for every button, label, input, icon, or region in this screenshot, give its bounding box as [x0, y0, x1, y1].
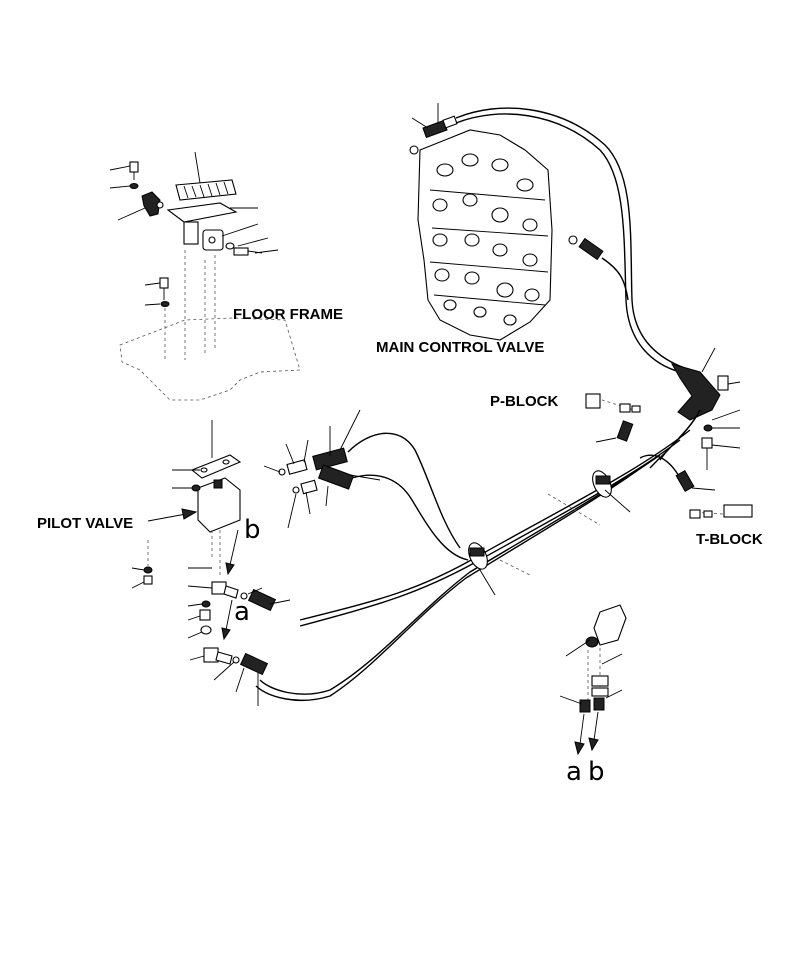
label-floor-frame: FLOOR FRAME [233, 306, 343, 323]
label-b-detail: b [588, 757, 605, 787]
t-block-detail [689, 504, 753, 519]
pilot-fitting-lower [300, 464, 355, 495]
pilot-fitting-upper [286, 447, 348, 475]
label-t-block: T-BLOCK [696, 531, 763, 548]
hose-end-b [240, 588, 277, 612]
hose-bundle-lower [259, 454, 661, 695]
floor-frame-assembly [109, 151, 301, 401]
pilot-valve-body [197, 477, 241, 533]
detail-ab-assembly [559, 604, 627, 756]
right-parts-column [701, 375, 741, 470]
right-hose-fitting [578, 237, 604, 261]
p-block-hose-fitting [616, 420, 634, 442]
elbow-fitting-a [203, 647, 233, 665]
pedal-pad [175, 179, 237, 201]
hose-sleeve [649, 363, 721, 469]
detail-fitting-b [593, 697, 605, 711]
pilot-hoses [255, 107, 741, 702]
label-a-detail: a [566, 757, 582, 787]
detail-arrow-b [588, 711, 599, 752]
flow-arrow-a [221, 599, 233, 641]
valve-spools [432, 153, 540, 326]
detail-arrow-a [574, 713, 585, 756]
pilot-valve-assembly [131, 409, 381, 706]
hose-bundle-upper [299, 429, 691, 621]
hose-clamp-right [592, 470, 612, 498]
pedal-bracket [141, 191, 161, 217]
hose-clamp-left [468, 542, 488, 570]
main-control-valve-assembly [409, 103, 604, 341]
floor-frame-outline [119, 317, 301, 401]
hose-pilot-upper [347, 432, 461, 549]
pilot-valve-pointer [147, 508, 198, 522]
hose-end-a [232, 652, 269, 676]
elbow-fitting-b [211, 581, 239, 599]
pilot-valve-bracket [190, 454, 242, 479]
detail-fitting-a [579, 699, 591, 713]
label-b-pilot: b [244, 515, 261, 545]
p-block-detail [585, 393, 641, 413]
top-hose-fitting [422, 115, 458, 139]
flow-arrow-b [225, 529, 239, 576]
label-p-block: P-BLOCK [490, 393, 558, 410]
pedal-plate [166, 202, 238, 223]
hose-mcv-right [601, 257, 629, 301]
hose-t-block [639, 454, 681, 479]
label-pilot-valve: PILOT VALVE [37, 515, 133, 532]
detail-valve-body [593, 604, 627, 646]
label-a-pilot: a [234, 597, 250, 627]
hose-mcv-top [455, 107, 691, 371]
label-main-control-valve: MAIN CONTROL VALVE [376, 339, 544, 356]
